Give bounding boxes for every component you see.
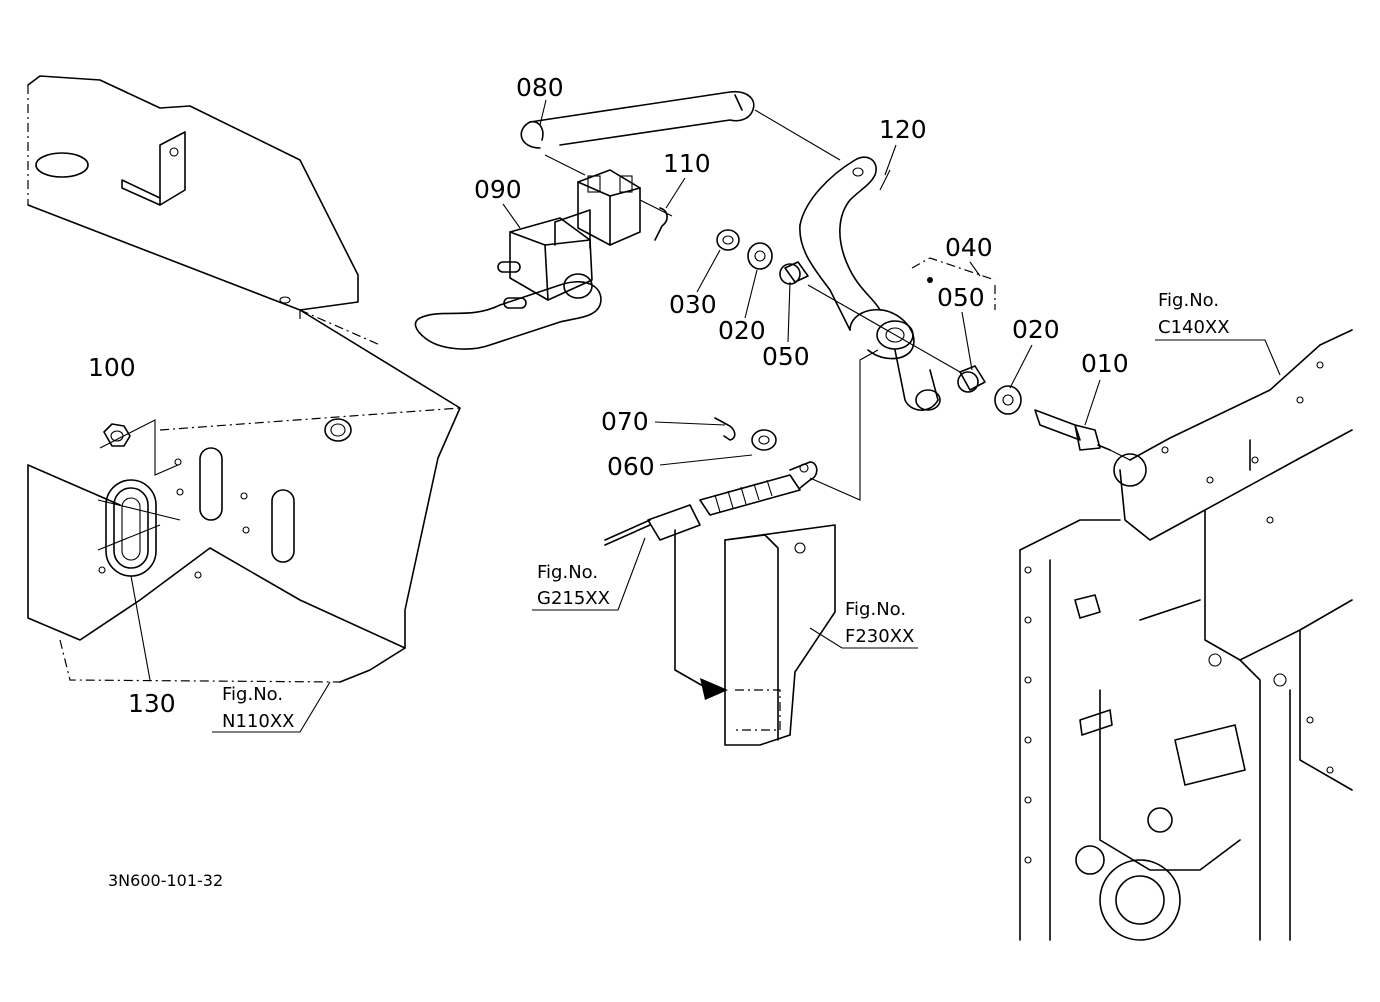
callout-010: 010 [1081, 349, 1129, 378]
diagram-code: 3N600-101-32 [108, 871, 223, 890]
callout-090: 090 [474, 175, 522, 204]
part-130-grommet [97, 479, 181, 681]
callout-100: 100 [88, 353, 136, 382]
ref-c140-label: Fig.No. [1158, 290, 1219, 311]
callout-020-left: 020 [718, 316, 766, 345]
part-110-pin [639, 199, 673, 241]
fender-bracket [674, 524, 836, 746]
part-100-nut [99, 419, 179, 476]
callouts: 080 090 110 120 040 050 030 020 050 020 … [88, 73, 1129, 718]
ref-n110-label: Fig.No. [222, 684, 283, 705]
left-frame-panel [27, 75, 461, 683]
transmission-case [1019, 329, 1353, 941]
pedal-bracket [577, 169, 641, 246]
ref-g215-label: Fig.No. [537, 562, 598, 583]
callout-080: 080 [516, 73, 564, 102]
ref-f230-label: Fig.No. [845, 599, 906, 620]
callout-050-left: 050 [762, 342, 810, 371]
cable-assembly [604, 349, 879, 546]
part-050-bushing-right [957, 365, 986, 393]
part-050-bushing-left [779, 261, 809, 285]
ref-c140-code: C140XX [1158, 317, 1230, 338]
part-030-clip [716, 229, 740, 251]
part-080-rod [520, 90, 841, 176]
part-010-bolt [1034, 409, 1131, 461]
ref-f230-code: F230XX [845, 626, 914, 647]
leader-lines [212, 99, 1281, 733]
part-020-washer-left [747, 242, 773, 270]
part-060-washer [751, 429, 777, 451]
part-090-pedal [414, 209, 602, 350]
part-070-clip [714, 417, 736, 441]
callout-020-right: 020 [1012, 315, 1060, 344]
ref-n110-code: N110XX [222, 711, 294, 732]
part-120-arm [799, 156, 961, 411]
part-020-washer-right [994, 385, 1022, 415]
ref-g215-code: G215XX [537, 588, 610, 609]
callout-050-top: 050 [937, 283, 985, 312]
figure-references: Fig.No. C140XX Fig.No. G215XX Fig.No. F2… [222, 290, 1232, 732]
callout-060: 060 [607, 452, 655, 481]
part-040-group [911, 257, 996, 310]
callout-070: 070 [601, 407, 649, 436]
callout-030: 030 [669, 290, 717, 319]
callout-120: 120 [879, 115, 927, 144]
case-bolt-holes [1024, 361, 1334, 864]
callout-110: 110 [663, 149, 711, 178]
callout-040: 040 [945, 233, 993, 262]
callout-130: 130 [128, 689, 176, 718]
